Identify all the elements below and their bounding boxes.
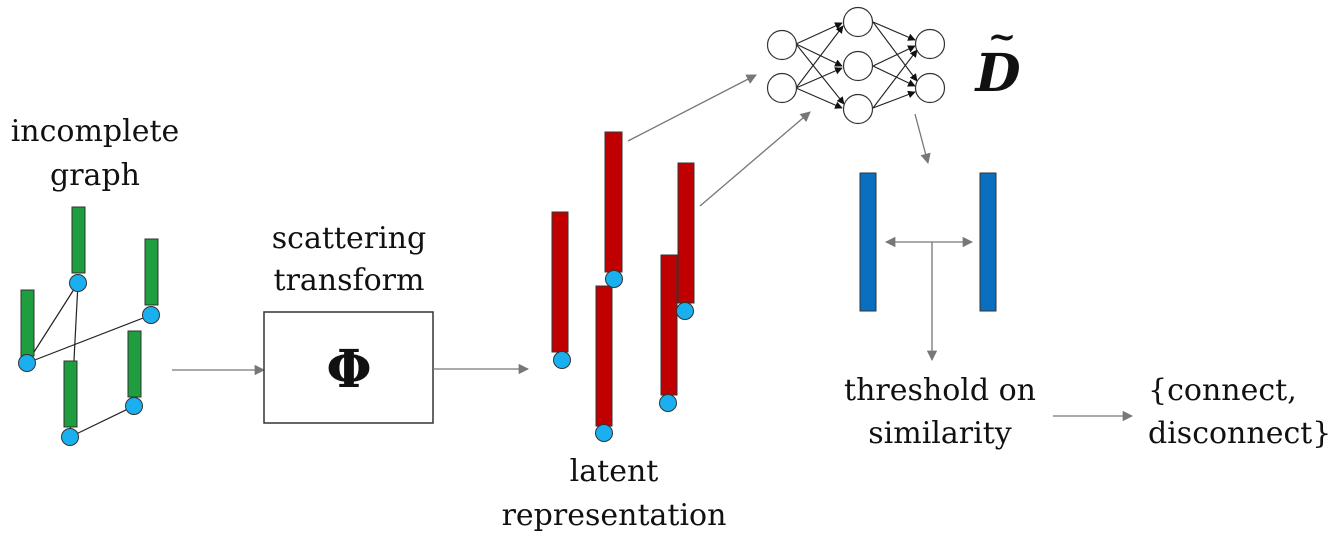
incomplete-graph-label-line1: incomplete — [11, 114, 180, 149]
arrow-latent-to-network — [699, 111, 811, 207]
latent-representation: latent representation — [502, 131, 727, 533]
d-tilde-symbol: D — [973, 43, 1020, 104]
neural-network: D ~ — [766, 6, 1021, 125]
graph-edge — [26, 314, 152, 364]
graph-node — [125, 397, 143, 415]
graph-node — [18, 354, 36, 372]
latent-label-line2: representation — [502, 498, 727, 533]
network-neuron — [842, 93, 874, 125]
network-neuron — [766, 72, 798, 104]
incomplete-graph-label-line2: graph — [50, 158, 140, 193]
network-edge — [795, 43, 843, 67]
latent-bar — [677, 162, 695, 304]
latent-node — [605, 270, 623, 288]
threshold: threshold on similarity — [844, 373, 1036, 451]
network-neuron — [766, 29, 798, 61]
network-edge — [872, 65, 916, 87]
graph-node — [69, 274, 87, 292]
graph-edge — [69, 405, 135, 438]
transform-box — [263, 311, 434, 424]
network-edge — [795, 22, 843, 45]
latent-bar — [604, 131, 623, 273]
latent-node — [659, 394, 677, 412]
latent-node — [595, 424, 613, 442]
network-neuron — [914, 72, 946, 104]
scattering-transform-label-line2: transform — [274, 263, 425, 298]
latent-bar — [660, 254, 678, 396]
graph-node-feature-bar — [144, 238, 159, 306]
incomplete-graph: incomplete graph — [11, 114, 180, 446]
network-neuron — [842, 50, 874, 82]
network-edge — [872, 49, 918, 109]
network-edge — [795, 87, 843, 109]
network-edge — [872, 21, 918, 82]
network-edge — [872, 90, 916, 109]
scattering-transform: scattering transform Φ — [263, 221, 434, 424]
graph-edge — [26, 282, 79, 364]
output: {connect, disconnect} — [1148, 373, 1331, 451]
output-label-line2: disconnect} — [1148, 416, 1331, 451]
threshold-label-line1: threshold on — [844, 373, 1036, 408]
graph-node-feature-bar — [63, 360, 78, 428]
phi-symbol: Φ — [326, 339, 371, 400]
arrow-latent-to-network — [627, 74, 757, 142]
graph-node — [142, 306, 160, 324]
embedding-bar — [859, 172, 877, 312]
network-edge — [795, 43, 845, 105]
network-neuron — [842, 6, 874, 38]
embedding-comparison — [859, 172, 997, 362]
embedding-bar — [979, 172, 997, 312]
scattering-transform-label-line1: scattering — [272, 221, 426, 256]
graph-node — [61, 428, 79, 446]
network-edge — [795, 67, 843, 89]
latent-label-line1: latent — [570, 454, 659, 489]
graph-node-feature-bar — [20, 289, 35, 357]
latent-node — [676, 302, 694, 320]
latent-node — [553, 351, 571, 369]
latent-bar — [551, 211, 569, 353]
network-neuron — [914, 28, 946, 60]
graph-node-feature-bar — [71, 206, 86, 274]
threshold-label-line2: similarity — [868, 416, 1012, 451]
d-tilde-accent: ~ — [988, 17, 1017, 57]
network-edge — [872, 45, 916, 67]
graph-node-feature-bar — [127, 330, 142, 398]
latent-bar — [595, 285, 613, 427]
network-edge — [795, 25, 844, 89]
output-label-line1: {connect, — [1148, 373, 1297, 408]
arrow-network-to-embeddings — [914, 113, 931, 165]
network-edge — [872, 21, 916, 41]
